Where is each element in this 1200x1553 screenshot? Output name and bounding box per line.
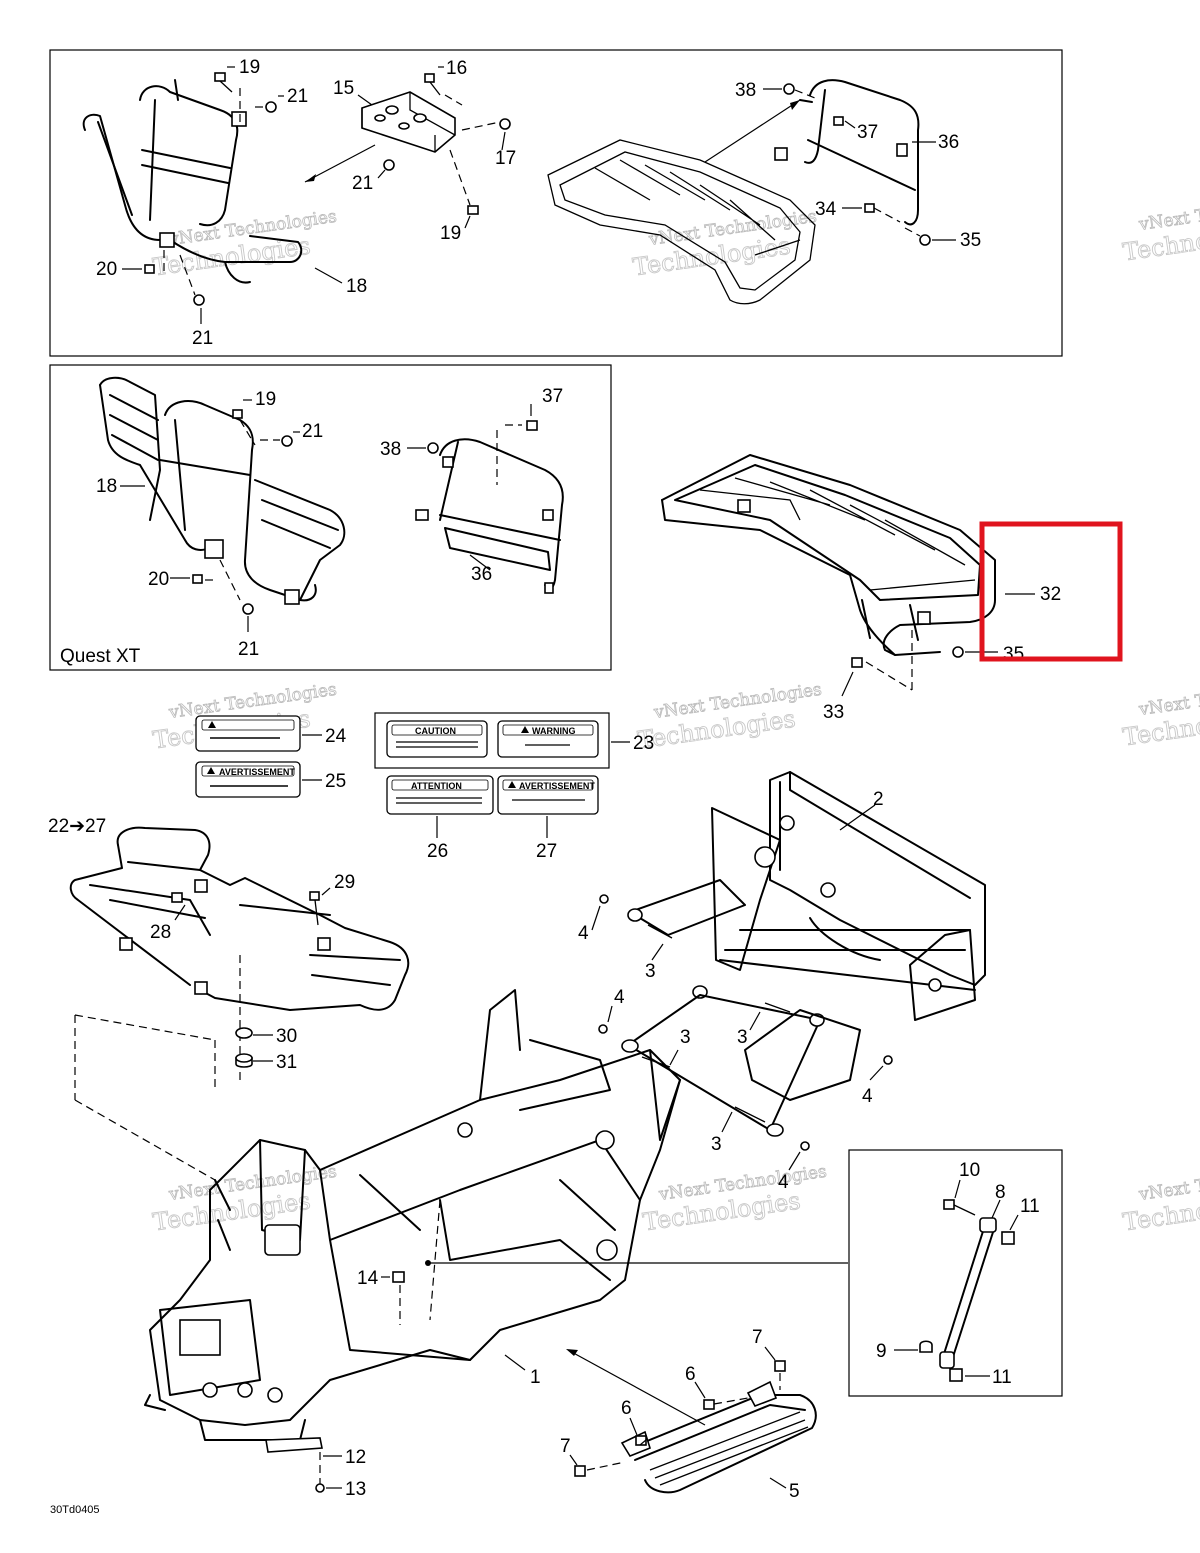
callout-21: 21 [238,639,259,660]
rear-rack-32: 32 35 33 [661,454,1061,723]
callout-7: 7 [560,1436,571,1457]
callout-15: 15 [333,78,354,99]
decal-label-avertissement: AVERTISSEMENT [519,781,595,791]
callout-22-27: 22➔27 [48,816,106,837]
callout-3: 3 [645,961,656,982]
callout-21: 21 [287,86,308,107]
callout-35: 35 [960,230,981,251]
callout-20: 20 [96,259,117,280]
callout-28: 28 [150,922,171,943]
watermark-layer: vNext Technologies Technologies vNext Te… [151,191,1200,1237]
callout-21: 21 [352,173,373,194]
callout-29: 29 [334,872,355,893]
callout-34: 34 [815,199,837,220]
callout-30: 30 [276,1026,297,1047]
callout-4: 4 [614,987,625,1008]
callout-11: 11 [992,1367,1012,1388]
rear-rack-drawing [547,139,816,305]
callout-32: 32 [1040,584,1061,605]
callout-35: 35 [1003,644,1024,665]
callout-13: 13 [345,1479,366,1500]
highlight-box [979,521,1123,662]
callout-4: 4 [578,923,589,944]
decal-label-attention: ATTENTION [411,781,462,791]
bracket-drawing [361,91,456,153]
callout-7: 7 [752,1327,763,1348]
callout-4: 4 [778,1172,789,1193]
callout-24: 24 [325,726,347,747]
callout-21: 21 [192,328,213,349]
callout-20: 20 [148,569,169,590]
decal-label-warning: WARNING [532,726,576,736]
front-bumper-drawing [82,79,303,284]
callout-27: 27 [536,841,557,862]
inset-top: 19 21 16 15 17 21 19 38 37 36 34 35 20 1… [49,49,1063,357]
callout-19: 19 [440,223,461,244]
callout-6: 6 [621,1398,632,1419]
rod-inset: 10 8 11 9 11 [848,1149,1063,1397]
inset-caption: Quest XT [60,646,141,667]
callout-18: 18 [96,476,117,497]
inset-quest-xt: 19 21 37 38 18 36 20 21 Quest XT [49,364,612,671]
callout-9: 9 [876,1341,887,1362]
callout-37: 37 [542,386,563,407]
callout-2: 2 [873,789,884,810]
callout-38: 38 [380,439,401,460]
footrest: 7 6 6 7 5 [560,1327,817,1502]
callout-3: 3 [680,1027,691,1048]
decal-label-avertissement: AVERTISSEMENT [219,767,295,777]
callout-1: 1 [530,1367,541,1388]
callout-14: 14 [357,1268,379,1289]
callout-17: 17 [495,148,516,169]
callout-26: 26 [427,841,448,862]
callout-37: 37 [857,122,878,143]
main-frame: 2 4 3 4 3 3 4 3 4 14 1 12 13 [144,771,986,1500]
callout-5: 5 [789,1481,800,1502]
callout-4: 4 [862,1086,873,1107]
rod-inset-border [848,1149,1063,1397]
callout-3: 3 [711,1134,722,1155]
figure-id: 30Td0405 [50,1504,100,1516]
callout-23: 23 [633,733,654,754]
callout-19: 19 [239,57,260,78]
callout-10: 10 [959,1160,980,1181]
decals: AVERTISSEMENT CAUTION WARNING ATTENTION … [195,712,654,862]
callout-36: 36 [471,564,492,585]
callout-3: 3 [737,1027,748,1048]
callout-12: 12 [345,1447,366,1468]
callout-31: 31 [276,1052,297,1073]
callout-19: 19 [255,389,276,410]
callout-16: 16 [446,58,467,79]
fasteners [144,72,511,306]
callout-11: 11 [1020,1196,1040,1217]
callout-33: 33 [823,702,844,723]
quest-front-bumper-drawing [99,376,346,605]
front-rack: 22➔27 29 28 30 31 [48,816,410,1181]
callout-18: 18 [346,276,367,297]
callout-21: 21 [302,421,323,442]
callout-8: 8 [995,1182,1006,1203]
callout-25: 25 [325,771,346,792]
quest-rear-guard-drawing [415,438,564,594]
inset-top-border [49,49,1063,357]
callout-36: 36 [938,132,959,153]
callout-6: 6 [685,1364,696,1385]
decal-label-caution: CAUTION [415,726,456,736]
callout-38: 38 [735,80,756,101]
rear-guard-drawing [774,79,920,226]
inset-quest-border [49,364,612,671]
